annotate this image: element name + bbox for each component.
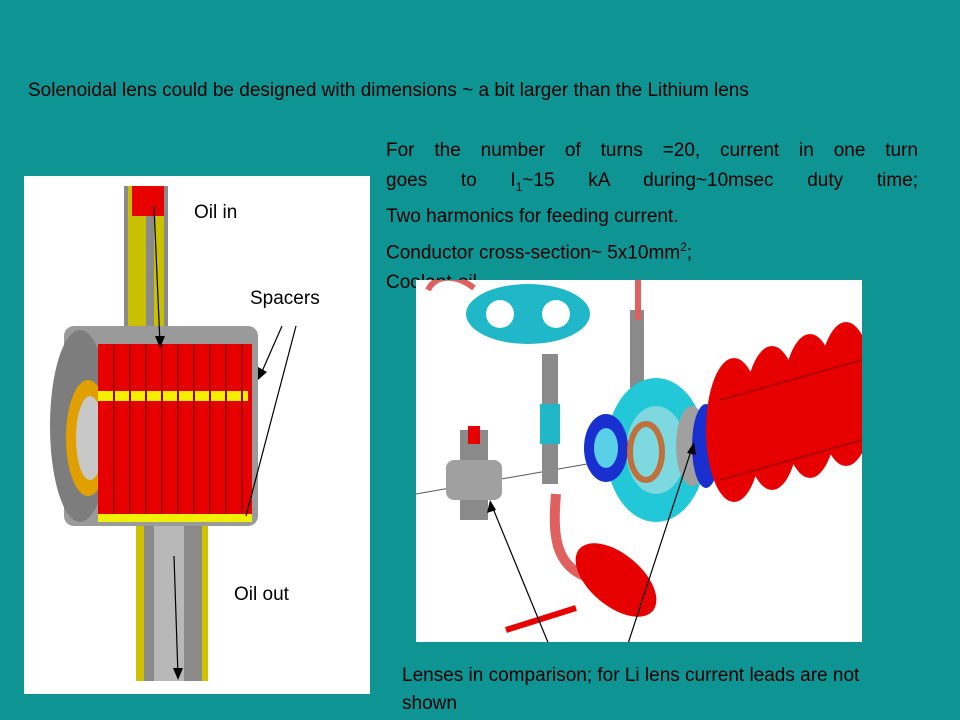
- specs-line-4: Conductor cross-section~ 5x10mm2;: [386, 239, 693, 264]
- specs-line-2: goes to I1~15 kA during~10msec duty time…: [386, 170, 918, 194]
- lens-specs: For the number of turns =20, current in …: [386, 136, 918, 298]
- coil-turns: [98, 344, 252, 522]
- solenoid-cutaway-drawing: [50, 186, 297, 681]
- figure-caption: Lenses in comparison; for Li lens curren…: [402, 665, 860, 714]
- bellows: [706, 322, 862, 502]
- specs-line-1: For the number of turns =20, current in …: [386, 140, 918, 161]
- label-oil-in: Oil in: [194, 202, 238, 223]
- specs-line-3: Two harmonics for feeding current.: [386, 205, 679, 227]
- lens-comparison-illustration: [416, 280, 862, 642]
- lens-assembly-drawing: [416, 280, 862, 642]
- solenoid-lens-illustration: Oil in Spacers Oil out: [24, 176, 370, 694]
- label-oil-out: Oil out: [234, 584, 289, 605]
- slide-title: Solenoidal lens could be designed with d…: [28, 80, 749, 101]
- label-spacers: Spacers: [250, 288, 320, 309]
